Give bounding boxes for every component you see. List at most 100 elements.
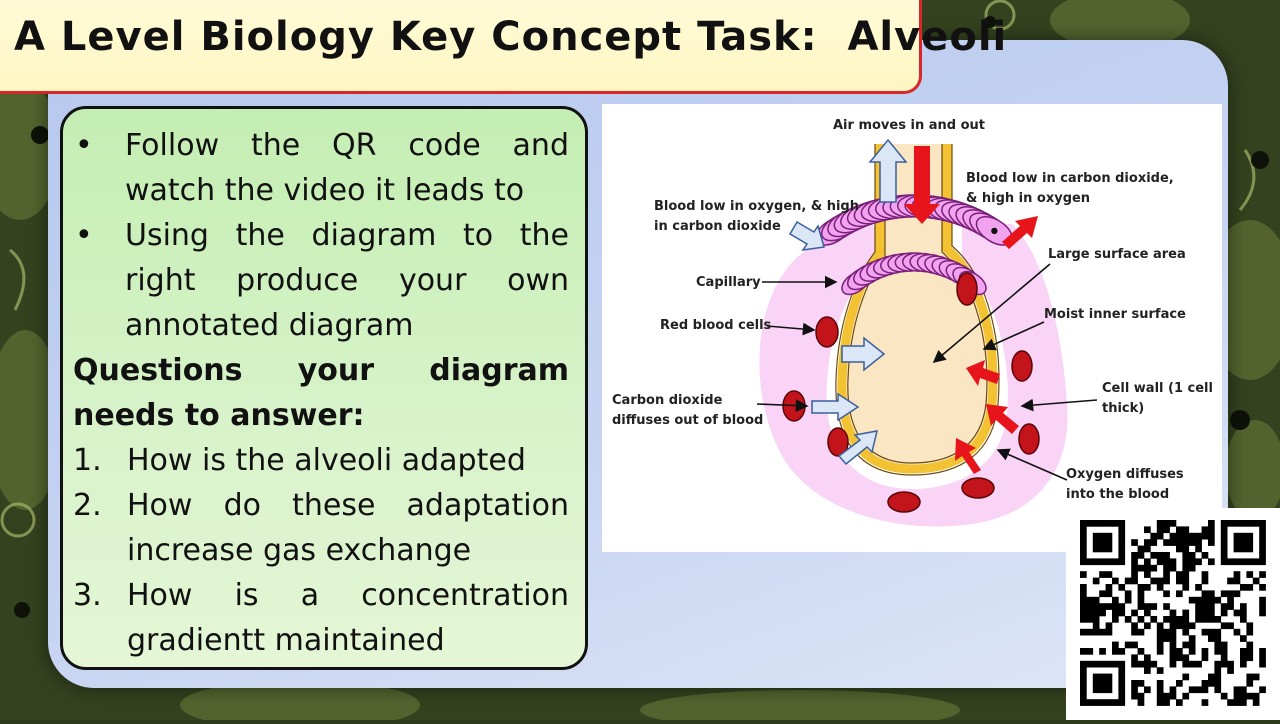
qr-module [1092,660,1100,668]
qr-module [1105,584,1113,591]
qr-module [1080,526,1087,534]
qr-module [1246,532,1254,540]
qr-module [1246,558,1254,566]
qr-module [1131,660,1138,668]
qr-module [1220,545,1228,553]
qr-module [1086,648,1094,655]
question-item: 2. How do these adaptation increase gas … [73,483,569,573]
qr-module [1118,667,1126,674]
qr-module [1259,539,1266,546]
qr-module [1201,686,1209,694]
qr-module [1131,641,1138,649]
qr-module [1118,686,1126,694]
qr-module [1131,692,1138,700]
qr-code-icon[interactable] [1066,508,1280,720]
qr-module [1246,622,1254,630]
qr-module [1259,552,1266,559]
qr-module [1176,590,1183,598]
qr-module [1118,603,1126,610]
qr-module [1144,667,1151,674]
qr-module [1144,526,1151,534]
qr-module [1169,648,1177,655]
instruction-item: • Follow the QR code and watch the video… [73,123,569,213]
qr-module [1124,596,1132,604]
pointer-red-blood-cell [766,322,816,336]
label-capillary: Capillary [696,275,761,290]
instruction-text: Using the diagram to the right produce y… [125,218,569,343]
qr-module [1137,545,1145,553]
qr-module [1169,616,1177,623]
qr-module [1169,532,1177,540]
qr-module [1131,622,1138,630]
red-blood-cell [1011,350,1033,382]
qr-module [1163,571,1170,578]
qr-module [1259,526,1266,534]
qr-module [1233,609,1241,617]
qr-module [1214,635,1222,642]
qr-module [1124,590,1132,598]
qr-module [1201,590,1209,598]
qr-module [1246,692,1254,700]
co2-arrow [841,336,886,372]
qr-module [1227,590,1234,598]
qr-module [1195,596,1202,604]
qr-module [1259,520,1266,527]
qr-module [1233,590,1241,598]
qr-module [1092,596,1100,604]
qr-module [1092,609,1100,617]
qr-code-pattern[interactable] [1066,508,1280,720]
qr-module [1259,603,1266,610]
task-instructions-box: • Follow the QR code and watch the video… [60,106,588,670]
qr-module [1208,526,1215,534]
qr-module [1240,545,1247,553]
qr-module [1233,532,1241,540]
qr-module [1080,584,1087,591]
qr-module [1144,622,1151,630]
alveolus-air-space [841,144,993,469]
red-blood-cell [961,477,995,499]
qr-module [1182,558,1190,566]
qr-module [1137,692,1145,700]
qr-module [1099,628,1106,636]
qr-module [1163,539,1170,546]
qr-module [1169,635,1177,642]
qr-module [1233,686,1241,694]
qr-module [1240,654,1247,662]
co2-arrow [837,430,878,466]
qr-module [1201,603,1209,610]
qr-module [1156,699,1164,706]
red-blood-cell [887,491,921,513]
qr-module [1169,622,1177,630]
qr-module [1182,584,1190,591]
alveolus-wall-inner-outline [847,144,988,464]
qr-module [1105,558,1113,566]
air-out-arrow [868,138,908,203]
qr-module [1176,539,1183,546]
qr-module [1176,648,1183,655]
qr-module [1118,558,1126,566]
qr-module [1118,520,1126,527]
qr-module [1259,558,1266,566]
qr-module [1156,520,1164,527]
qr-module [1259,609,1266,617]
qr-module [1099,545,1106,553]
oxygen-arrow [955,438,981,474]
qr-module [1169,520,1177,527]
qr-module [1195,532,1202,540]
qr-module [1080,545,1087,553]
qr-module [1118,692,1126,700]
qr-module [1144,686,1151,694]
qr-module [1201,648,1209,655]
qr-module [1214,667,1222,674]
qr-module [1182,641,1190,649]
qr-module [1195,660,1202,668]
qr-module [1150,616,1158,623]
qr-module [1246,539,1254,546]
qr-module [1246,571,1254,578]
qr-module [1092,616,1100,623]
qr-module [1112,603,1119,610]
qr-module [1195,603,1202,610]
qr-module [1099,558,1106,566]
qr-module [1105,622,1113,630]
qr-module [1208,680,1215,687]
